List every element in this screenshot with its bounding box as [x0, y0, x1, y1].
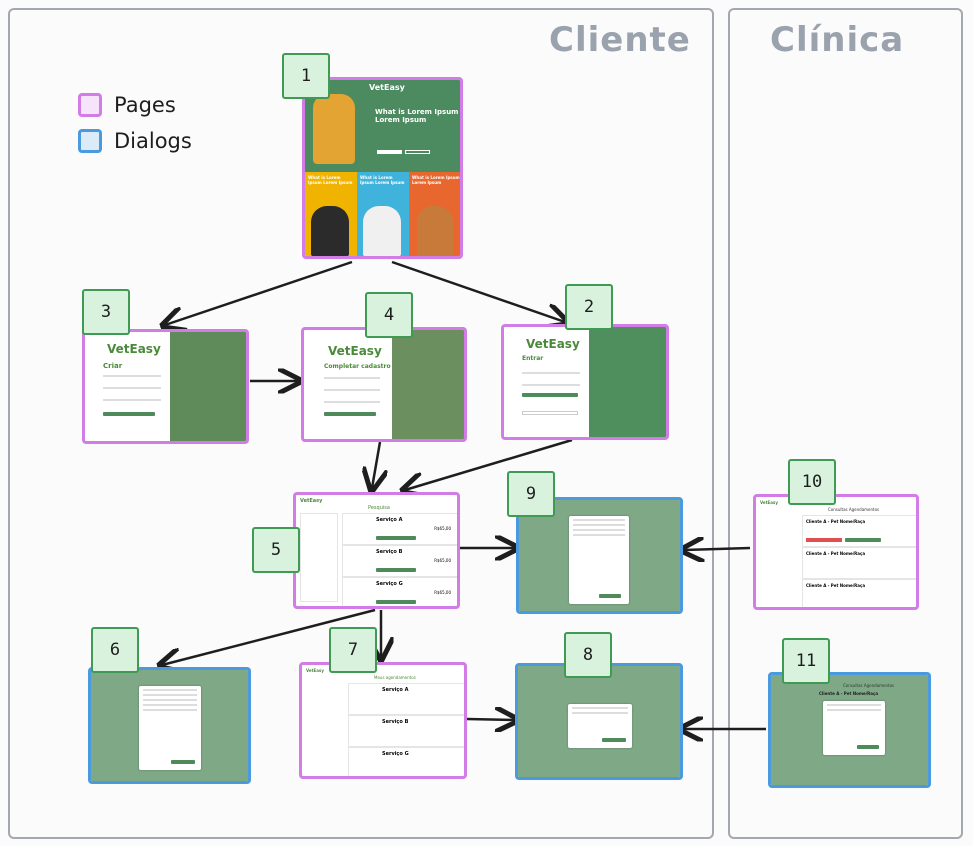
- completar-brand: VetEasy: [328, 344, 382, 358]
- tile-3-text: What is Lorem Ipsum Lorem Ipsum: [412, 175, 460, 185]
- price-a: R$65,00: [434, 526, 451, 531]
- landing-tile-1: What is Lorem Ipsum Lorem Ipsum: [305, 172, 357, 256]
- dialog-9-box[interactable]: [569, 516, 629, 604]
- badge-9: 9: [507, 471, 555, 517]
- pesquisa-title: Pesquisa: [368, 505, 390, 511]
- completar-photo: [392, 330, 464, 439]
- pesquisa-card-2[interactable]: Serviço B R$65,00: [342, 545, 457, 577]
- clinica-dialog-item: Cliente A - Pet Nome/Raça: [819, 691, 879, 696]
- pug-image: [311, 206, 349, 256]
- badge-6: 6: [91, 627, 139, 673]
- landing-cta-2[interactable]: [405, 150, 430, 154]
- screen-10-clinica[interactable]: VetEasy Consultas Agendamentos Cliente A…: [753, 494, 919, 610]
- badge-1: 1: [282, 53, 330, 99]
- tile-1-text: What is Lorem Ipsum Lorem Ipsum: [308, 175, 353, 185]
- entrar-brand: VetEasy: [526, 337, 580, 351]
- landing-tile-3: What is Lorem Ipsum Lorem Ipsum: [409, 172, 460, 256]
- dialog-11-box[interactable]: [823, 701, 885, 755]
- criar-photo: [170, 332, 246, 441]
- service-g: Serviço G: [376, 581, 403, 587]
- criar-brand: VetEasy: [107, 342, 161, 356]
- clinica-item-3-title: Cliente A - Pet Nome/Raça: [806, 583, 866, 588]
- landing-dog-image: [313, 94, 355, 164]
- entrar-title: Entrar: [522, 355, 544, 362]
- landing-headline: What is Lorem Ipsum Lorem Ipsum: [375, 108, 459, 125]
- clinica-dialog-title: Consultas Agendamentos: [843, 683, 895, 688]
- legend-pages-label: Pages: [114, 93, 176, 117]
- pesquisa-card-1[interactable]: Serviço A R$65,00: [342, 513, 457, 545]
- entrar-secondary[interactable]: [522, 411, 578, 415]
- clinica-item-3[interactable]: Cliente A - Pet Nome/Raça: [802, 579, 916, 607]
- agend-title: Meus agendamentos: [374, 675, 416, 680]
- dialog-6-box[interactable]: [139, 686, 201, 770]
- completar-title: Completar cadastro: [324, 363, 391, 370]
- legend-dialogs-label: Dialogs: [114, 129, 192, 153]
- cat-image: [363, 206, 401, 256]
- screen-4-completar[interactable]: VetEasy Completar cadastro: [301, 327, 467, 442]
- badge-2: 2: [565, 284, 613, 330]
- badge-10: 10: [788, 459, 836, 505]
- screen-2-entrar[interactable]: VetEasy Entrar: [501, 324, 669, 440]
- badge-3: 3: [82, 289, 130, 335]
- screen-3-criar[interactable]: VetEasy Criar: [82, 329, 249, 444]
- landing-tile-2: What is Lorem Ipsum Lorem Ipsum: [357, 172, 409, 256]
- badge-8: 8: [564, 632, 612, 678]
- price-b: R$65,00: [434, 558, 451, 563]
- landing-hero: VetEasy What is Lorem Ipsum Lorem Ipsum: [305, 80, 460, 172]
- legend-pages: Pages: [78, 93, 176, 117]
- completar-submit[interactable]: [324, 412, 376, 416]
- cliente-title: Cliente: [549, 20, 691, 60]
- pesquisa-sidebar: [300, 513, 338, 602]
- price-g: R$65,00: [434, 590, 451, 595]
- agend-service-b: Serviço B: [382, 719, 409, 725]
- agend-card-3[interactable]: Serviço G: [348, 747, 464, 776]
- entrar-submit[interactable]: [522, 393, 578, 397]
- agend-service-g: Serviço G: [382, 751, 409, 757]
- screen-7-agendamentos[interactable]: VetEasy Meus agendamentos Serviço A Serv…: [299, 662, 467, 779]
- badge-11: 11: [782, 638, 830, 684]
- pesquisa-brand: VetEasy: [300, 498, 323, 504]
- dialog-8-box[interactable]: [568, 704, 632, 748]
- screen-8-dialog[interactable]: [515, 663, 683, 780]
- clinica-item-2[interactable]: Cliente A - Pet Nome/Raça: [802, 547, 916, 579]
- clinica-title: Clínica: [770, 20, 905, 60]
- clinica-item-1-title: Cliente A - Pet Nome/Raça: [806, 519, 866, 524]
- screen-11-dialog[interactable]: Consultas Agendamentos Cliente A - Pet N…: [768, 672, 931, 788]
- clinica-item-2-title: Cliente A - Pet Nome/Raça: [806, 551, 866, 556]
- badge-7: 7: [329, 627, 377, 673]
- pesquisa-card-3[interactable]: Serviço G R$65,00: [342, 577, 457, 606]
- service-a: Serviço A: [376, 517, 403, 523]
- badge-5: 5: [252, 527, 300, 573]
- legend-dialogs: Dialogs: [78, 129, 192, 153]
- criar-submit[interactable]: [103, 412, 155, 416]
- dialogs-swatch: [78, 129, 102, 153]
- tile-2-text: What is Lorem Ipsum Lorem Ipsum: [360, 175, 405, 185]
- screen-1-landing[interactable]: VetEasy What is Lorem Ipsum Lorem Ipsum …: [302, 77, 463, 259]
- service-b: Serviço B: [376, 549, 403, 555]
- agend-brand: VetEasy: [306, 668, 324, 673]
- criar-title: Criar: [103, 362, 123, 370]
- agend-service-a: Serviço A: [382, 687, 409, 693]
- badge-4: 4: [365, 292, 413, 338]
- pages-swatch: [78, 93, 102, 117]
- corgi-image: [417, 206, 453, 256]
- agend-card-1[interactable]: Serviço A: [348, 683, 464, 715]
- clinica-title: Consultas Agendamentos: [828, 507, 880, 512]
- entrar-photo: [589, 327, 666, 437]
- screen-5-pesquisa[interactable]: VetEasy Pesquisa Serviço A R$65,00 Servi…: [293, 492, 460, 609]
- screen-6-dialog[interactable]: [88, 667, 251, 784]
- landing-brand: VetEasy: [369, 83, 405, 92]
- landing-cta-1[interactable]: [377, 150, 402, 154]
- clinica-item-1[interactable]: Cliente A - Pet Nome/Raça: [802, 515, 916, 547]
- agend-card-2[interactable]: Serviço B: [348, 715, 464, 747]
- clinica-brand: VetEasy: [760, 500, 778, 505]
